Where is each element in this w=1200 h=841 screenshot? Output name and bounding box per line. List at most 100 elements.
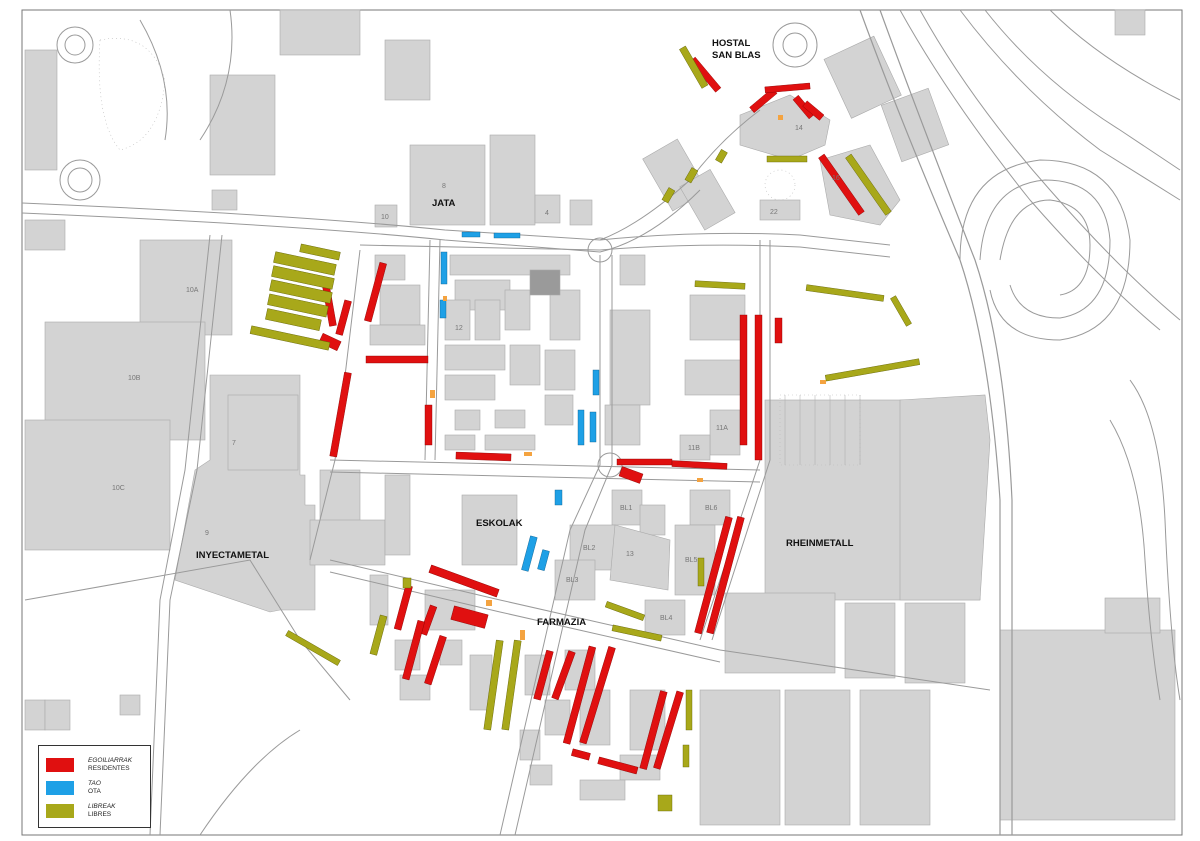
building <box>24 219 66 251</box>
residents-spot <box>365 355 429 364</box>
residents-spot <box>424 404 433 446</box>
roads <box>21 9 1181 836</box>
building <box>211 189 238 211</box>
residents-parking <box>318 56 865 775</box>
building-10 <box>374 204 398 228</box>
ota-spot <box>440 251 448 285</box>
building <box>544 699 571 736</box>
building-bl1 <box>611 489 643 526</box>
highway <box>1049 9 1181 101</box>
building <box>544 349 576 391</box>
label-bl4: BL4 <box>660 615 673 622</box>
building-13 <box>609 524 671 591</box>
ota-spot <box>577 409 585 446</box>
residents-spot <box>571 748 591 761</box>
label-8: 8 <box>442 183 446 190</box>
residents-spot <box>616 458 673 466</box>
building <box>689 294 746 341</box>
building-jata <box>409 144 486 226</box>
building <box>309 519 386 566</box>
highway <box>899 9 1161 331</box>
building <box>504 289 531 331</box>
building <box>444 299 471 341</box>
free-spot <box>267 293 329 318</box>
road <box>329 459 761 471</box>
ota-spot <box>592 369 600 396</box>
free-spot <box>697 557 705 587</box>
map-legend: EGOILIARRAK RESIDENTES TAO OTA LIBREAK L… <box>38 745 151 828</box>
residents-spot <box>618 466 644 484</box>
label-7: 7 <box>232 440 236 447</box>
road <box>329 571 721 663</box>
building <box>569 199 593 226</box>
building <box>579 779 626 801</box>
residents-spot <box>706 516 745 635</box>
buildings <box>24 9 1176 826</box>
free-spot <box>766 155 808 163</box>
residents-spot <box>424 635 447 686</box>
label-16: 16 <box>832 175 840 182</box>
building-bl3-top <box>639 504 666 536</box>
label-farmazia: FARMAZIA <box>537 617 586 628</box>
building <box>444 434 476 451</box>
legend-residents-eu: EGOILIARRAK <box>88 757 133 764</box>
building <box>619 254 646 286</box>
building <box>999 629 1176 821</box>
label-rheinmetall: RHEINMETALL <box>786 538 854 549</box>
label-12: 12 <box>455 325 463 332</box>
building <box>454 409 481 431</box>
building <box>549 289 581 341</box>
label-10a: 10A <box>186 287 199 294</box>
free-spot <box>684 167 699 184</box>
building-eskolak <box>461 494 518 566</box>
legend-residents-es: RESIDENTES <box>88 765 130 772</box>
residents-spot <box>818 153 865 216</box>
legend-ota-eu: TAO <box>88 780 101 787</box>
label-10c: 10C <box>112 485 125 492</box>
building-dark <box>529 269 561 296</box>
highway <box>984 9 1181 171</box>
building <box>444 374 496 401</box>
residents-spot <box>764 82 811 94</box>
residents-spot <box>402 620 425 681</box>
legend-swatch-free <box>46 804 74 818</box>
free-spot <box>661 187 676 204</box>
free-spot <box>805 284 885 302</box>
free-spot <box>604 601 646 621</box>
residents-spot <box>774 317 783 344</box>
free-spot <box>269 279 333 304</box>
building <box>904 602 966 684</box>
ota-spot <box>461 231 481 238</box>
label-10b: 10B <box>128 375 141 382</box>
free-spot <box>824 358 921 382</box>
road <box>159 234 223 836</box>
road <box>499 255 601 836</box>
road <box>599 244 891 258</box>
residents-spot <box>335 299 352 336</box>
building-11 <box>604 404 641 446</box>
residents-spot <box>533 649 554 701</box>
residents-spot <box>639 690 668 770</box>
building <box>724 592 836 674</box>
free-spot <box>890 295 912 327</box>
building <box>474 299 501 341</box>
building <box>844 602 896 679</box>
building-rheinmetall-east <box>899 394 991 601</box>
building <box>379 284 421 326</box>
ota-spot <box>493 232 521 239</box>
label-bl3: BL3 <box>566 577 579 584</box>
free-spot <box>845 153 892 216</box>
building <box>509 344 541 386</box>
free-spot <box>682 744 690 768</box>
building <box>44 699 71 731</box>
residents-spot <box>364 262 387 323</box>
road <box>514 255 613 836</box>
residents-spot <box>455 451 512 462</box>
residents-spot <box>419 604 438 636</box>
road <box>21 189 701 253</box>
road <box>719 649 991 691</box>
road <box>359 244 601 251</box>
free-spot <box>611 624 663 642</box>
ramp <box>979 179 1111 319</box>
building <box>529 764 553 786</box>
